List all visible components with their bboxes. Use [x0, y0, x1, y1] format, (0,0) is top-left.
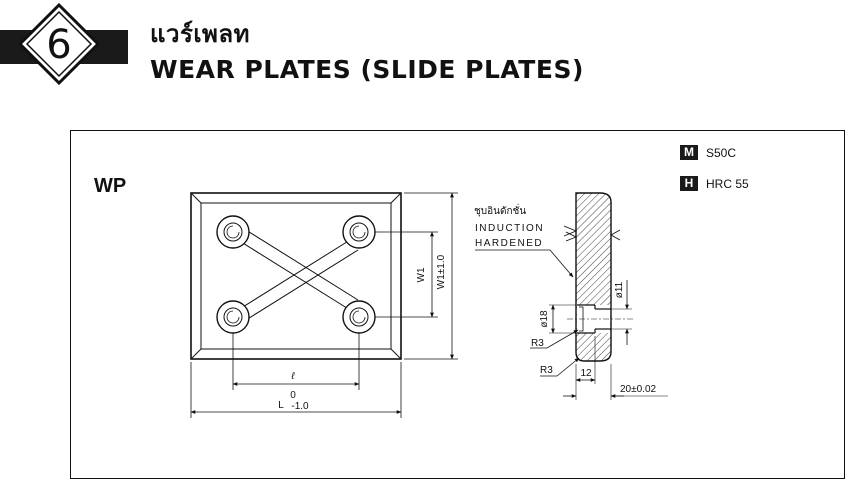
label-l-tol-upper: 0 — [290, 390, 296, 401]
label-dia18: ø18 — [539, 310, 550, 328]
label-w1: W1 — [416, 267, 427, 282]
leader-r3-upper — [530, 329, 579, 349]
page-title-english: WEAR PLATES (SLIDE PLATES) — [150, 55, 584, 84]
material-key: M — [680, 145, 698, 161]
label-r3-upper: R3 — [531, 338, 544, 349]
label-l-tol-lower: -1.0 — [291, 401, 309, 412]
mounting-hole — [216, 300, 250, 334]
label-20: 20±0.02 — [620, 384, 657, 395]
surface-finish-symbol — [563, 225, 621, 242]
plan-view: ℓ 0 L -1.0 W1 W1±1.0 — [190, 192, 458, 418]
leader-r3-lower — [540, 357, 580, 377]
lubrication-groove — [237, 229, 359, 321]
section-body — [575, 192, 612, 362]
label-induction: INDUCTION — [475, 223, 544, 234]
drawing-frame — [70, 130, 845, 479]
label-12: 12 — [580, 368, 592, 379]
mounting-hole — [342, 215, 376, 249]
plate-outline — [190, 192, 402, 360]
section-number-badge: 6 — [18, 3, 100, 85]
label-hardened: HARDENED — [475, 238, 543, 249]
product-code: WP — [94, 175, 127, 197]
page-title-thai: แวร์เพลท — [150, 20, 250, 48]
mounting-hole — [342, 300, 376, 334]
label-l: L — [278, 400, 284, 411]
section-number: 6 — [46, 22, 71, 68]
material-value: S50C — [706, 145, 737, 160]
plate-chamfer-edge — [200, 202, 392, 350]
hardness-value: HRC 55 — [706, 176, 749, 191]
hardness-key: H — [680, 176, 698, 192]
material-spec: M S50C — [680, 145, 737, 161]
label-hardened-thai: ชุบอินดักชั่น — [474, 203, 526, 217]
mounting-hole — [216, 215, 250, 249]
section-view: ชุบอินดักชั่น INDUCTION HARDENED ø18 ø11… — [474, 192, 668, 400]
label-ell: ℓ — [290, 371, 295, 382]
label-r3-lower: R3 — [540, 365, 553, 376]
leader-hardened — [475, 249, 574, 278]
label-dia11: ø11 — [614, 281, 625, 298]
hardness-spec: H HRC 55 — [680, 176, 749, 192]
label-w1-tol: W1±1.0 — [436, 254, 447, 289]
